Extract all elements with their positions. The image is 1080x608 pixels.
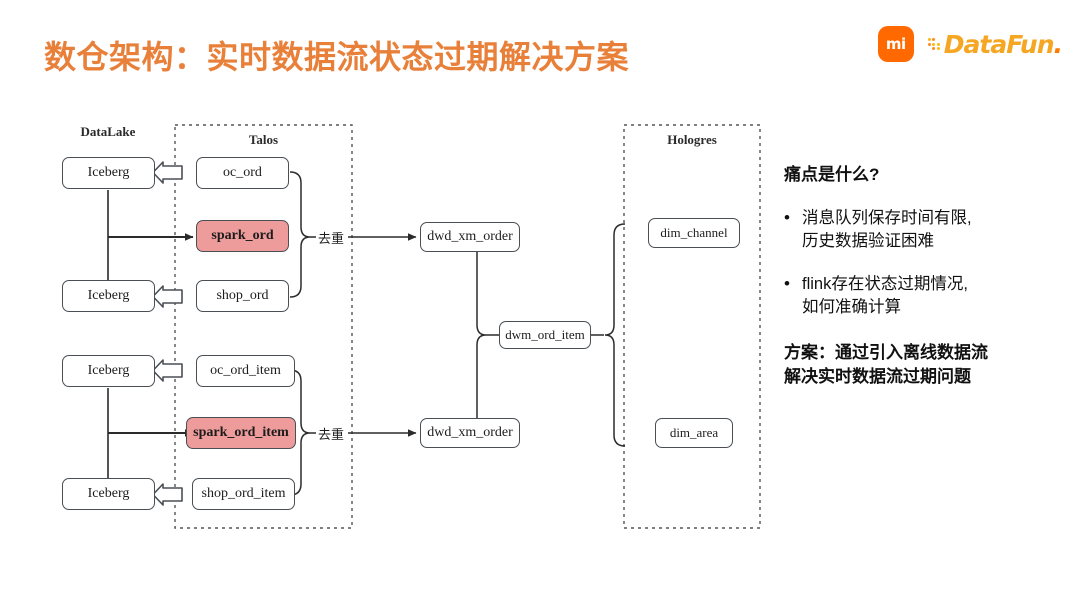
architecture-diagram: DataLake Talos Hologres Iceberg Iceberg … <box>0 100 790 560</box>
hollow-arrow <box>152 483 183 506</box>
bullet-item: • flink存在状态过期情况, 如何准确计算 <box>784 273 1066 319</box>
hollow-arrow <box>152 285 183 308</box>
node-spark-ord[interactable]: spark_ord <box>196 220 289 252</box>
node-iceberg[interactable]: Iceberg <box>62 355 155 387</box>
page-title: 数仓架构：实时数据流状态过期解决方案 <box>44 39 630 75</box>
node-iceberg[interactable]: Iceberg <box>62 478 155 510</box>
mi-logo-text: mi <box>885 34 906 53</box>
node-shop-ord-item[interactable]: shop_ord_item <box>192 478 295 510</box>
node-oc-ord[interactable]: oc_ord <box>196 157 289 189</box>
datafun-dots-icon <box>927 38 940 50</box>
bullet-item: • 消息队列保存时间有限, 历史数据验证困难 <box>784 207 1066 253</box>
group-label-talos: Talos <box>248 132 279 147</box>
bullet-text: flink存在状态过期情况, 如何准确计算 <box>802 275 968 316</box>
panel-conclusion: 方案：通过引入离线数据流 解决实时数据流过期问题 <box>784 343 988 386</box>
node-iceberg[interactable]: Iceberg <box>62 157 155 189</box>
node-dim-channel[interactable]: dim_channel <box>648 218 740 248</box>
node-dwm-ord-item[interactable]: dwm_ord_item <box>499 321 591 349</box>
hollow-arrow <box>152 359 183 382</box>
panel-heading: 痛点是什么? <box>784 165 880 184</box>
datafun-wordmark: DataFun <box>943 29 1055 59</box>
bullet-marker-icon: • <box>784 208 790 227</box>
hologres-container <box>623 124 761 529</box>
bullet-text: 消息队列保存时间有限, 历史数据验证困难 <box>802 209 972 250</box>
group-label-datalake: DataLake <box>80 124 136 139</box>
node-spark-ord-item[interactable]: spark_ord_item <box>186 417 296 449</box>
datafun-logo-icon: DataFun. <box>927 29 1063 59</box>
node-dwd-xm-order[interactable]: dwd_xm_order <box>420 418 520 448</box>
node-shop-ord[interactable]: shop_ord <box>196 280 289 312</box>
group-label-hologres: Hologres <box>667 132 717 147</box>
node-dwd-xm-order[interactable]: dwd_xm_order <box>420 222 520 252</box>
mi-logo-icon: mi <box>877 26 914 62</box>
node-dim-area[interactable]: dim_area <box>655 418 733 448</box>
node-oc-ord-item[interactable]: oc_ord_item <box>196 355 295 387</box>
edge-label-dedup: 去重 <box>318 427 345 442</box>
node-iceberg[interactable]: Iceberg <box>62 280 155 312</box>
hollow-arrow <box>152 161 183 184</box>
edge-label-dedup: 去重 <box>318 231 345 246</box>
bullet-marker-icon: • <box>784 274 790 293</box>
datafun-period: . <box>1053 29 1063 59</box>
pain-points-panel: 痛点是什么? • 消息队列保存时间有限, 历史数据验证困难 • flink存在状… <box>784 160 1066 389</box>
talos-container <box>174 124 353 529</box>
logo-bar: mi DataFun. <box>877 26 1063 62</box>
datafun-logo-text: DataFun. <box>943 29 1063 59</box>
